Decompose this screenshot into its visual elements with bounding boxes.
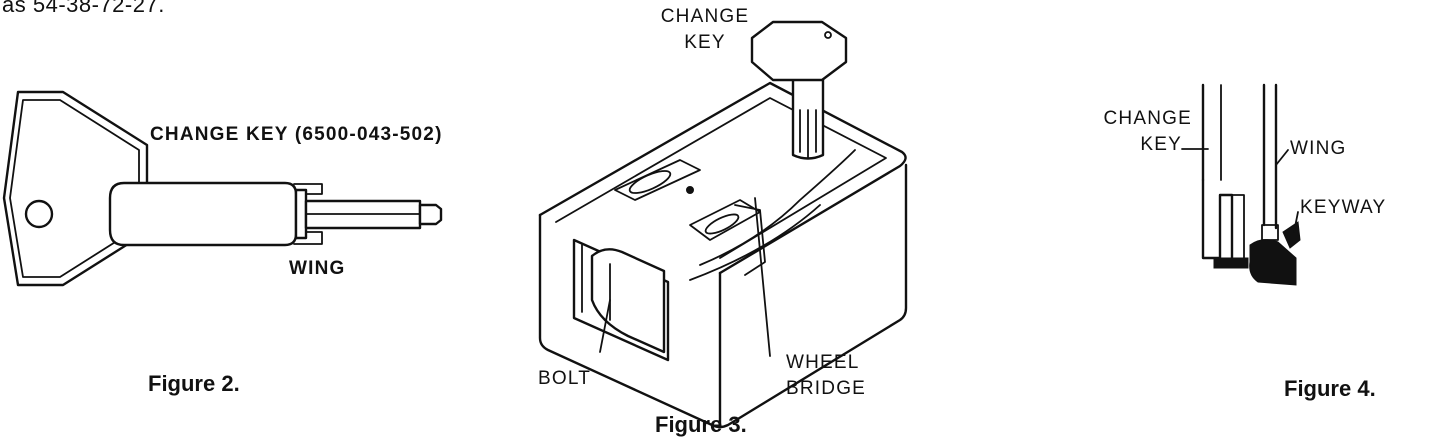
figure-2-caption: Figure 2. — [148, 371, 240, 396]
fig3-change-key-label-line1: CHANGE — [660, 6, 750, 27]
wing-part — [293, 231, 323, 245]
wheel-bridge-leader — [754, 197, 771, 357]
keyway-detail-illustration — [1181, 83, 1301, 286]
figure-4-caption: Figure 4. — [1284, 376, 1376, 401]
header-text: as 54-38-72-27. — [2, 0, 165, 17]
change-key-in-lock — [750, 20, 848, 160]
fig3-wheel-bridge-label-line2: BRIDGE — [786, 378, 867, 399]
fig4-wing-label: WING — [1290, 138, 1347, 159]
fig4-keyway-label: KEYWAY — [1300, 197, 1387, 218]
fig3-bolt-label: BOLT — [538, 368, 592, 389]
fig3-change-key-label-line2: KEY — [684, 32, 726, 53]
fig4-change-key-label-line1: CHANGE — [1103, 108, 1192, 129]
figure-3-caption: Figure 3. — [655, 412, 747, 437]
fig2-wing-label: WING — [289, 258, 346, 279]
bolt-leader — [599, 299, 611, 353]
key-hole — [24, 199, 54, 229]
fig4-change-key-label-line2: KEY — [1140, 134, 1182, 155]
fig3-wheel-bridge-label-line1: WHEEL — [786, 352, 860, 373]
change-key-illustration — [2, 90, 443, 287]
fig2-change-key-label: CHANGE KEY (6500-043-502) — [150, 124, 443, 145]
lock-case-illustration — [538, 81, 908, 429]
wheel-bridge-part — [699, 149, 856, 266]
